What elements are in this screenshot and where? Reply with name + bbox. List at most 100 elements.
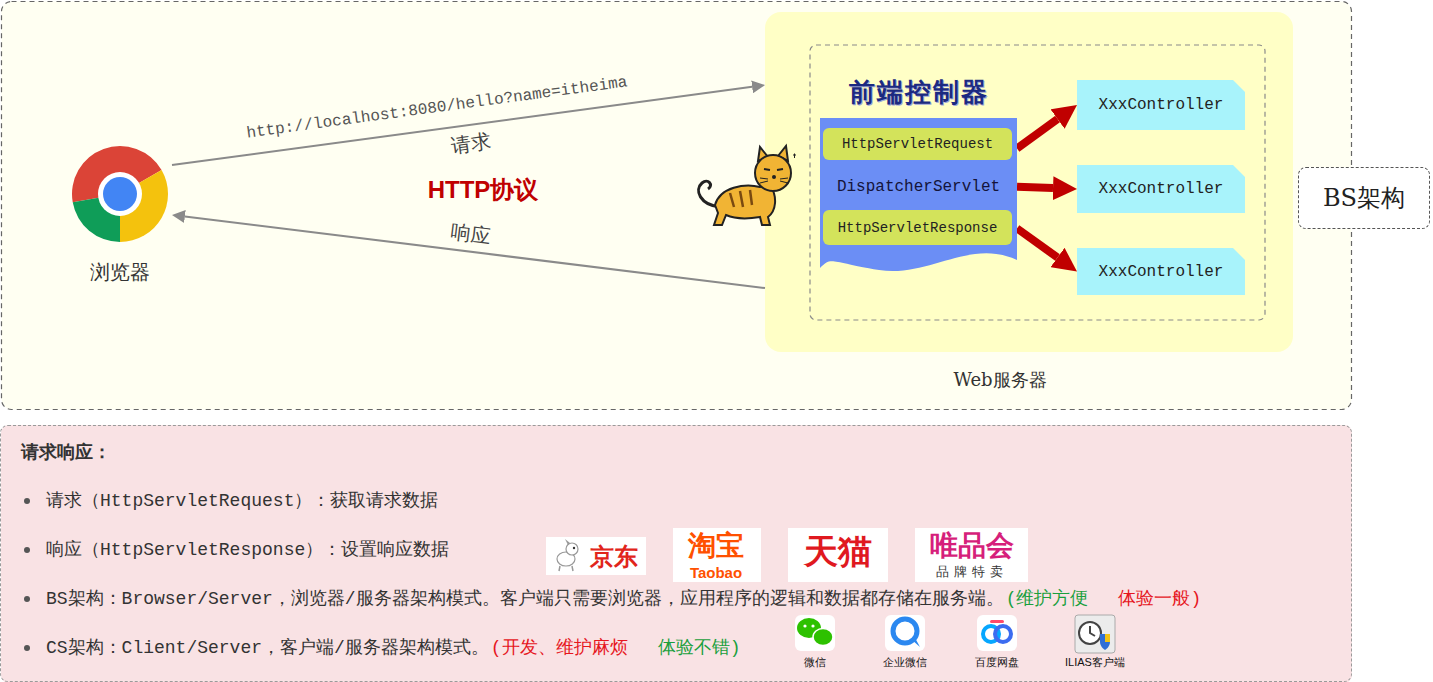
- text-holder: BS架构: [1299, 168, 1429, 228]
- text-holder: CS架构：Client/Server，客户端/服务器架构模式。: [46, 636, 489, 660]
- browser-node: 浏览器: [68, 142, 172, 287]
- controller-name: XxxController: [1099, 262, 1224, 282]
- dispatch-arrow: [1017, 228, 1058, 257]
- edge-label: 请求: [447, 128, 494, 158]
- controller-box: XxxController: [1077, 80, 1245, 130]
- label-holder: 百度网盘: [975, 655, 1019, 670]
- text-holder: 请求（HttpServletRequest）：获取请求数据: [46, 489, 438, 513]
- text-holder: (开发、维护麻烦: [491, 636, 628, 660]
- con-note: (开发、维护麻烦: [491, 636, 628, 660]
- notes-ground: [1, 425, 1352, 682]
- container-frame: [810, 45, 1265, 320]
- text-holder: 体验一般): [1118, 587, 1201, 611]
- panel-heading: 请求响应：: [21, 440, 111, 464]
- text-holder: 响应（HttpServletResponse）：设置响应数据: [46, 538, 449, 562]
- chrome-ring: [98, 172, 142, 216]
- response-object-box: HttpServletResponse: [823, 210, 1012, 245]
- controller-name: XxxController: [1099, 179, 1224, 199]
- text-holder: BS架构：Browser/Server，浏览器/服务器架构模式。客户端只需要浏览…: [46, 587, 1004, 611]
- request-object-box: HttpServletRequest: [823, 128, 1012, 160]
- label-holder: HTTP协议: [428, 174, 539, 206]
- component-name: DispatcherServlet: [820, 175, 1017, 199]
- app-icon-label: 微信: [804, 655, 826, 670]
- label-holder: http://localhost:8080/hello?name=itheima: [245, 73, 628, 142]
- jd-logo: [546, 537, 646, 575]
- notes-panel: 请求响应： 请求（HttpServletRequest）：获取请求数据响应（Htt…: [0, 425, 1352, 682]
- front-controller-box: HttpServletRequestHttpServletResponse前端控…: [820, 118, 1017, 278]
- bullet-text: 响应（HttpServletResponse）：设置响应数据: [46, 538, 449, 562]
- bullet-dot: [24, 498, 30, 504]
- server-ground: [765, 12, 1293, 352]
- label-holder: 淘宝: [688, 527, 744, 565]
- ilias-icon: [1075, 615, 1115, 653]
- text-holder: XxxController: [1077, 248, 1245, 295]
- label-holder: 天猫: [804, 529, 872, 575]
- text-holder: HttpServletResponse: [823, 210, 1012, 245]
- app-icon-label: ILIAS客户端: [1065, 655, 1125, 670]
- object-name: HttpServletRequest: [842, 135, 993, 153]
- text-holder: 体验不错): [658, 636, 741, 660]
- server-label: Web服务器: [765, 368, 1235, 392]
- tomcat-logo: [699, 146, 796, 225]
- tmall-logo: [788, 528, 888, 582]
- con-note: 体验一般): [1118, 587, 1201, 611]
- app-icon-label: 百度网盘: [975, 655, 1019, 670]
- text-holder: 前端控制器: [820, 76, 1017, 108]
- baidu-netdisk-icon: [977, 615, 1017, 651]
- bs-region: [2, 2, 1352, 410]
- architecture-tag-box: BS架构: [1298, 167, 1430, 229]
- chrome-center: [103, 177, 137, 211]
- node-label: 浏览器: [68, 259, 172, 285]
- bullet-dot: [24, 596, 30, 602]
- label-holder: 京东: [590, 541, 638, 573]
- bullet-dot: [24, 645, 30, 651]
- text-holder: XxxController: [1077, 165, 1245, 213]
- label-holder: 企业微信: [883, 655, 927, 670]
- vip-logo: [915, 528, 1028, 582]
- brand-logo-text: 唯品会: [930, 527, 1014, 565]
- label-holder: 品牌特卖: [936, 563, 1008, 581]
- edge-label-holder: 请求: [447, 128, 494, 158]
- app-icon-label: 企业微信: [883, 655, 927, 670]
- text-holder: XxxController: [1077, 80, 1245, 130]
- web-server-box: HttpServletRequestHttpServletResponse 前端控…: [765, 12, 1293, 352]
- label-holder: Taobao: [690, 564, 742, 581]
- bullet-text: CS架构：Client/Server，客户端/服务器架构模式。: [46, 636, 489, 660]
- document-shape-fill: [820, 118, 1017, 271]
- tag-text: BS架构: [1323, 183, 1405, 213]
- controller-name: XxxController: [1099, 95, 1224, 115]
- dispatch-arrow: [1017, 119, 1058, 148]
- taobao-logo: [673, 528, 761, 582]
- wechat-icon: [795, 615, 835, 651]
- controller-box: XxxController: [1077, 248, 1245, 295]
- response-arrow: [185, 217, 765, 289]
- text-holder: DispatcherServlet: [820, 175, 1017, 199]
- label-holder: 微信: [804, 655, 826, 670]
- text-holder: (维护方便: [1006, 587, 1089, 611]
- brand-logo-text: 淘宝: [688, 527, 744, 565]
- label-holder: ILIAS客户端: [1065, 655, 1125, 670]
- bullet-dot: [24, 547, 30, 553]
- text-holder: 请求响应：: [21, 440, 111, 464]
- controller-box: XxxController: [1077, 165, 1245, 213]
- dispatch-arrow: [1017, 187, 1053, 188]
- edge-label-holder: 响应: [447, 219, 494, 248]
- text-holder: HttpServletRequest: [823, 128, 1012, 160]
- object-name: HttpServletResponse: [838, 219, 998, 237]
- edge-label: 响应: [447, 219, 494, 248]
- text-holder: Web服务器: [765, 368, 1235, 392]
- text-holder: 浏览器: [68, 259, 172, 285]
- bullet-text: BS架构：Browser/Server，浏览器/服务器架构模式。客户端只需要浏览…: [46, 587, 1004, 611]
- brand-logo-text: 天猫: [804, 529, 872, 575]
- label-holder: 唯品会: [930, 527, 1014, 565]
- component-title: 前端控制器: [820, 76, 1017, 108]
- brand-logo-text: Taobao: [690, 564, 742, 581]
- protocol-label: HTTP协议: [428, 174, 539, 206]
- wework-icon: [885, 615, 925, 651]
- pro-note: (维护方便: [1006, 587, 1089, 611]
- bullet-text: 请求（HttpServletRequest）：获取请求数据: [46, 489, 438, 513]
- chrome-icon: [68, 142, 172, 246]
- pro-note: 体验不错): [658, 636, 741, 660]
- url-text: http://localhost:8080/hello?name=itheima: [245, 73, 628, 142]
